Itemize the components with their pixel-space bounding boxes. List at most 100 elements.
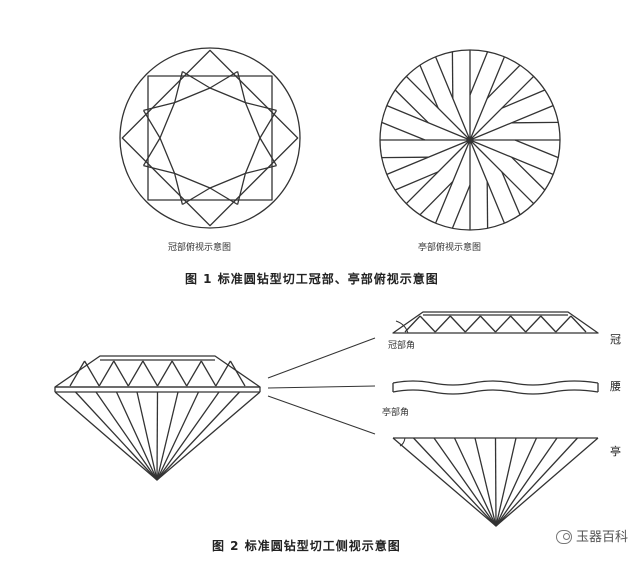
exploded-pavilion-facets <box>413 437 578 527</box>
pavilion-facet-line <box>495 437 578 527</box>
pavilion-facet-line <box>495 437 538 527</box>
pavilion-angle-arc <box>399 437 406 447</box>
crown-star-facet-line <box>182 70 211 89</box>
crown-star-facet-line <box>236 71 247 103</box>
pavilion-half-facet-line <box>451 184 471 229</box>
pavilion-half-facet-line <box>469 51 489 96</box>
diamond-side-view <box>54 355 261 481</box>
pavilion-facet-lines <box>380 50 560 230</box>
connector-pavilion <box>267 395 376 435</box>
watermark: 玉器百科 <box>556 530 628 544</box>
pavilion-half-facet-line <box>486 64 521 99</box>
pavilion-facet-line <box>156 391 240 481</box>
pavilion-main-facet-line <box>434 56 471 141</box>
crown-facet-line <box>98 360 115 387</box>
crown-star-facet-line <box>236 173 247 205</box>
side-crown-facets <box>69 360 246 387</box>
crown-facet-line <box>404 315 421 333</box>
pavilion-facet-line <box>433 437 497 527</box>
connector-girdle <box>267 385 376 389</box>
exploded-girdle <box>392 380 599 395</box>
crown-star-facet-line <box>143 164 175 175</box>
connector-lines <box>267 337 376 435</box>
pavilion-facet-line <box>136 391 158 481</box>
crown-facet-line <box>156 360 173 387</box>
crown-facet-line <box>127 360 144 387</box>
exploded-crown-outline <box>392 311 599 334</box>
figure1-caption: 图 1 标准圆钻型切工冠部、亭部俯视示意图 <box>185 272 439 286</box>
crown-facet-line <box>555 315 572 333</box>
crown-star-facet-line <box>173 173 184 205</box>
pavilion-facet-line <box>495 437 517 527</box>
part-label-pavilion: 亭 <box>610 445 621 458</box>
crown-square-a <box>147 75 273 201</box>
pavilion-facet-line <box>453 437 497 527</box>
crown-outline <box>119 47 301 229</box>
pavilion-facet-line <box>115 391 158 481</box>
exploded-crown-facets <box>404 315 587 333</box>
crown-facet-line <box>229 360 246 387</box>
pavilion-facet-line <box>156 391 179 481</box>
girdle-top-edge <box>392 380 599 386</box>
crown-facet-line <box>171 360 188 387</box>
pavilion-facet-line <box>156 391 220 481</box>
pavilion-facet-line <box>156 391 159 481</box>
pavilion-half-facet-line <box>419 64 439 109</box>
pavilion-main-facet-line <box>386 104 471 141</box>
crown-angle-arc <box>395 320 409 334</box>
pavilion-facet-line <box>156 391 200 481</box>
crown-star-facets <box>142 70 278 206</box>
culet-point <box>466 136 474 144</box>
pavilion-facet-line <box>494 437 497 527</box>
crown-facet-line <box>434 315 451 333</box>
crown-star-facet-line <box>143 101 175 112</box>
crown-table <box>159 87 261 189</box>
crown-facet-line <box>186 360 202 387</box>
exploded-pavilion <box>392 437 599 527</box>
part-label-girdle: 腰 <box>610 380 621 393</box>
pavilion-main-facet-line <box>386 139 471 176</box>
crown-star-facet-line <box>182 187 211 206</box>
crown-view-label: 冠部俯视示意图 <box>168 243 232 253</box>
pavilion-half-facet-line <box>511 156 546 191</box>
crown-star-facet-line <box>142 137 161 166</box>
pavilion-half-facet-line <box>501 171 521 216</box>
crown-facet-line <box>479 315 496 333</box>
pavilion-half-facet-line <box>501 89 546 109</box>
watermark-text: 玉器百科 <box>576 529 629 545</box>
crown-facet-line <box>142 360 159 387</box>
pavilion-main-facet-line <box>469 139 506 224</box>
crown-star-facet-line <box>209 70 238 89</box>
pavilion-facet-line <box>474 437 497 527</box>
crown-facet-line <box>540 315 557 333</box>
pavilion-half-facet-line <box>381 121 426 141</box>
crown-star-facet-line <box>245 164 277 175</box>
pavilion-top-view <box>379 49 561 231</box>
exploded-crown <box>392 311 599 334</box>
crown-star-facet-line <box>245 101 277 112</box>
crown-facet-line <box>419 315 436 333</box>
pavilion-main-facet-line <box>469 104 554 141</box>
crown-star-facet-line <box>173 71 184 103</box>
crown-square-b <box>121 49 299 227</box>
crown-star-facet-line <box>259 110 278 139</box>
part-label-crown: 冠 <box>610 333 621 346</box>
pavilion-facet-line <box>495 437 558 527</box>
crown-facet-line <box>215 360 231 387</box>
pavilion-angle-label: 亭部角 <box>382 408 410 418</box>
pavilion-half-facet-line <box>419 181 454 216</box>
crown-star-facet-line <box>259 137 278 166</box>
pavilion-view-label: 亭部俯视示意图 <box>418 243 482 253</box>
crown-facet-line <box>525 315 542 333</box>
pavilion-facet-line <box>95 391 158 481</box>
figure2-caption: 图 2 标准圆钻型切工侧视示意图 <box>212 539 401 553</box>
pavilion-main-facet-line <box>469 56 506 141</box>
crown-star-facet-line <box>142 110 161 139</box>
pavilion-main-facet-line <box>469 139 554 176</box>
pavilion-half-facet-line <box>394 89 429 124</box>
crown-facet-line <box>200 360 217 387</box>
pavilion-main-facet-line <box>434 139 471 224</box>
pavilion-facet-line <box>75 391 158 481</box>
